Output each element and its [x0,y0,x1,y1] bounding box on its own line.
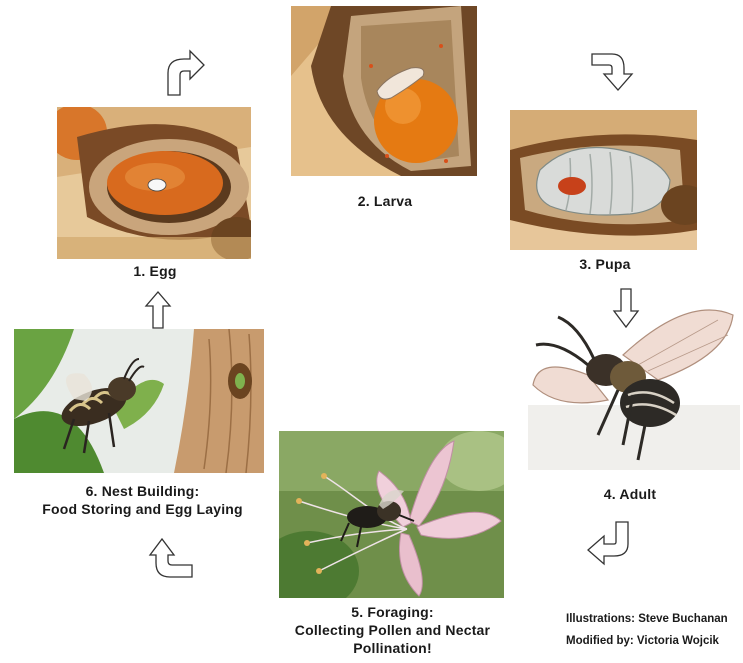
adult-caption: 4. Adult [580,485,680,503]
nest-building-caption-line-1: 6. Nest Building: [0,482,285,500]
nest-building-caption: 6. Nest Building: Food Storing and Egg L… [0,482,285,518]
curved-arrow-down-icon [590,48,634,94]
credits: Illustrations: Steve Buchanan Modified b… [566,608,728,652]
curved-arrow-right-icon [162,47,208,97]
arrow-down-icon [612,287,640,329]
egg-illustration [57,107,251,259]
arrow-up-icon [144,290,172,330]
nest-building-caption-line-2: Food Storing and Egg Laying [0,500,285,518]
egg-caption: 1. Egg [100,262,210,280]
modified-credit: Modified by: Victoria Wojcik [566,630,728,652]
illustrations-credit: Illustrations: Steve Buchanan [566,608,728,630]
larva-illustration [291,6,477,176]
foraging-caption-line-2: Collecting Pollen and Nectar [250,621,535,639]
pupa-illustration [510,110,697,250]
larva-caption: 2. Larva [320,192,450,210]
curved-arrow-left-icon [584,518,632,566]
foraging-caption-line-1: 5. Foraging: [250,603,535,621]
nest-building-illustration [14,329,264,473]
pupa-caption: 3. Pupa [555,255,655,273]
foraging-illustration [279,431,504,598]
curved-arrow-left-up-icon [148,535,194,581]
foraging-caption-line-3: Pollination! [250,639,535,657]
foraging-caption: 5. Foraging: Collecting Pollen and Necta… [250,603,535,657]
